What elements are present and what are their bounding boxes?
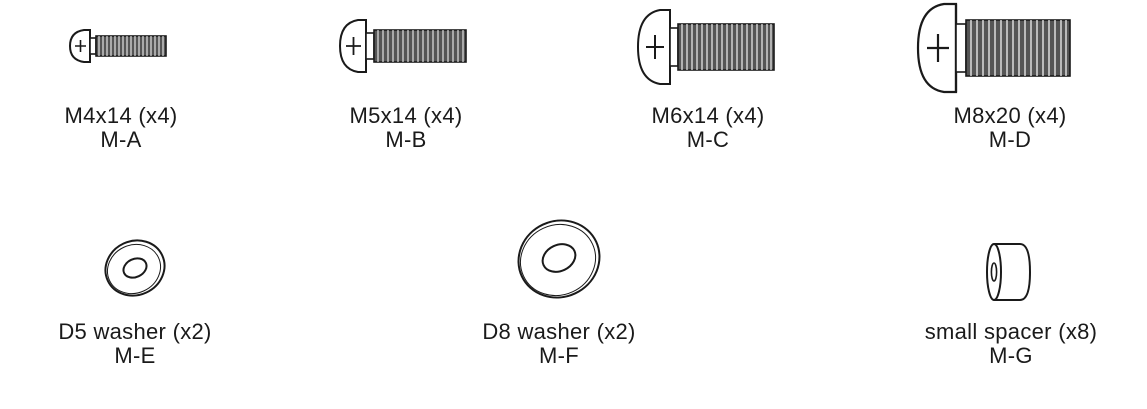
part-code: M-E: [114, 343, 156, 368]
part-label-m-c: M6x14 (x4) M-C: [608, 104, 808, 152]
screw-icon: [636, 9, 775, 85]
part-size: M5x14 (x4): [349, 103, 463, 128]
screw-icon: [68, 29, 167, 63]
part-code: M-F: [539, 343, 579, 368]
part-size: M4x14 (x4): [64, 103, 178, 128]
part-code: M-G: [989, 343, 1033, 368]
part-code: M-C: [686, 127, 730, 152]
spacer-icon: [986, 243, 1032, 301]
part-size: D5 washer (x2): [58, 319, 212, 344]
washer-icon: [104, 239, 166, 297]
screw-icon: [338, 19, 467, 73]
part-size: D8 washer (x2): [482, 319, 636, 344]
part-code: M-B: [385, 127, 427, 152]
part-code: M-A: [100, 127, 142, 152]
part-label-m-g: small spacer (x8) M-G: [881, 320, 1141, 368]
washer-icon: [517, 219, 601, 299]
part-label-m-d: M8x20 (x4) M-D: [910, 104, 1110, 152]
part-label-m-e: D5 washer (x2) M-E: [0, 320, 270, 368]
part-label-m-f: D8 washer (x2) M-F: [434, 320, 684, 368]
part-size: M8x20 (x4): [953, 103, 1067, 128]
part-size: small spacer (x8): [924, 319, 1098, 344]
screw-icon: [916, 2, 1071, 94]
part-label-m-b: M5x14 (x4) M-B: [306, 104, 506, 152]
part-code: M-D: [988, 127, 1032, 152]
part-size: M6x14 (x4): [651, 103, 765, 128]
part-label-m-a: M4x14 (x4) M-A: [21, 104, 221, 152]
